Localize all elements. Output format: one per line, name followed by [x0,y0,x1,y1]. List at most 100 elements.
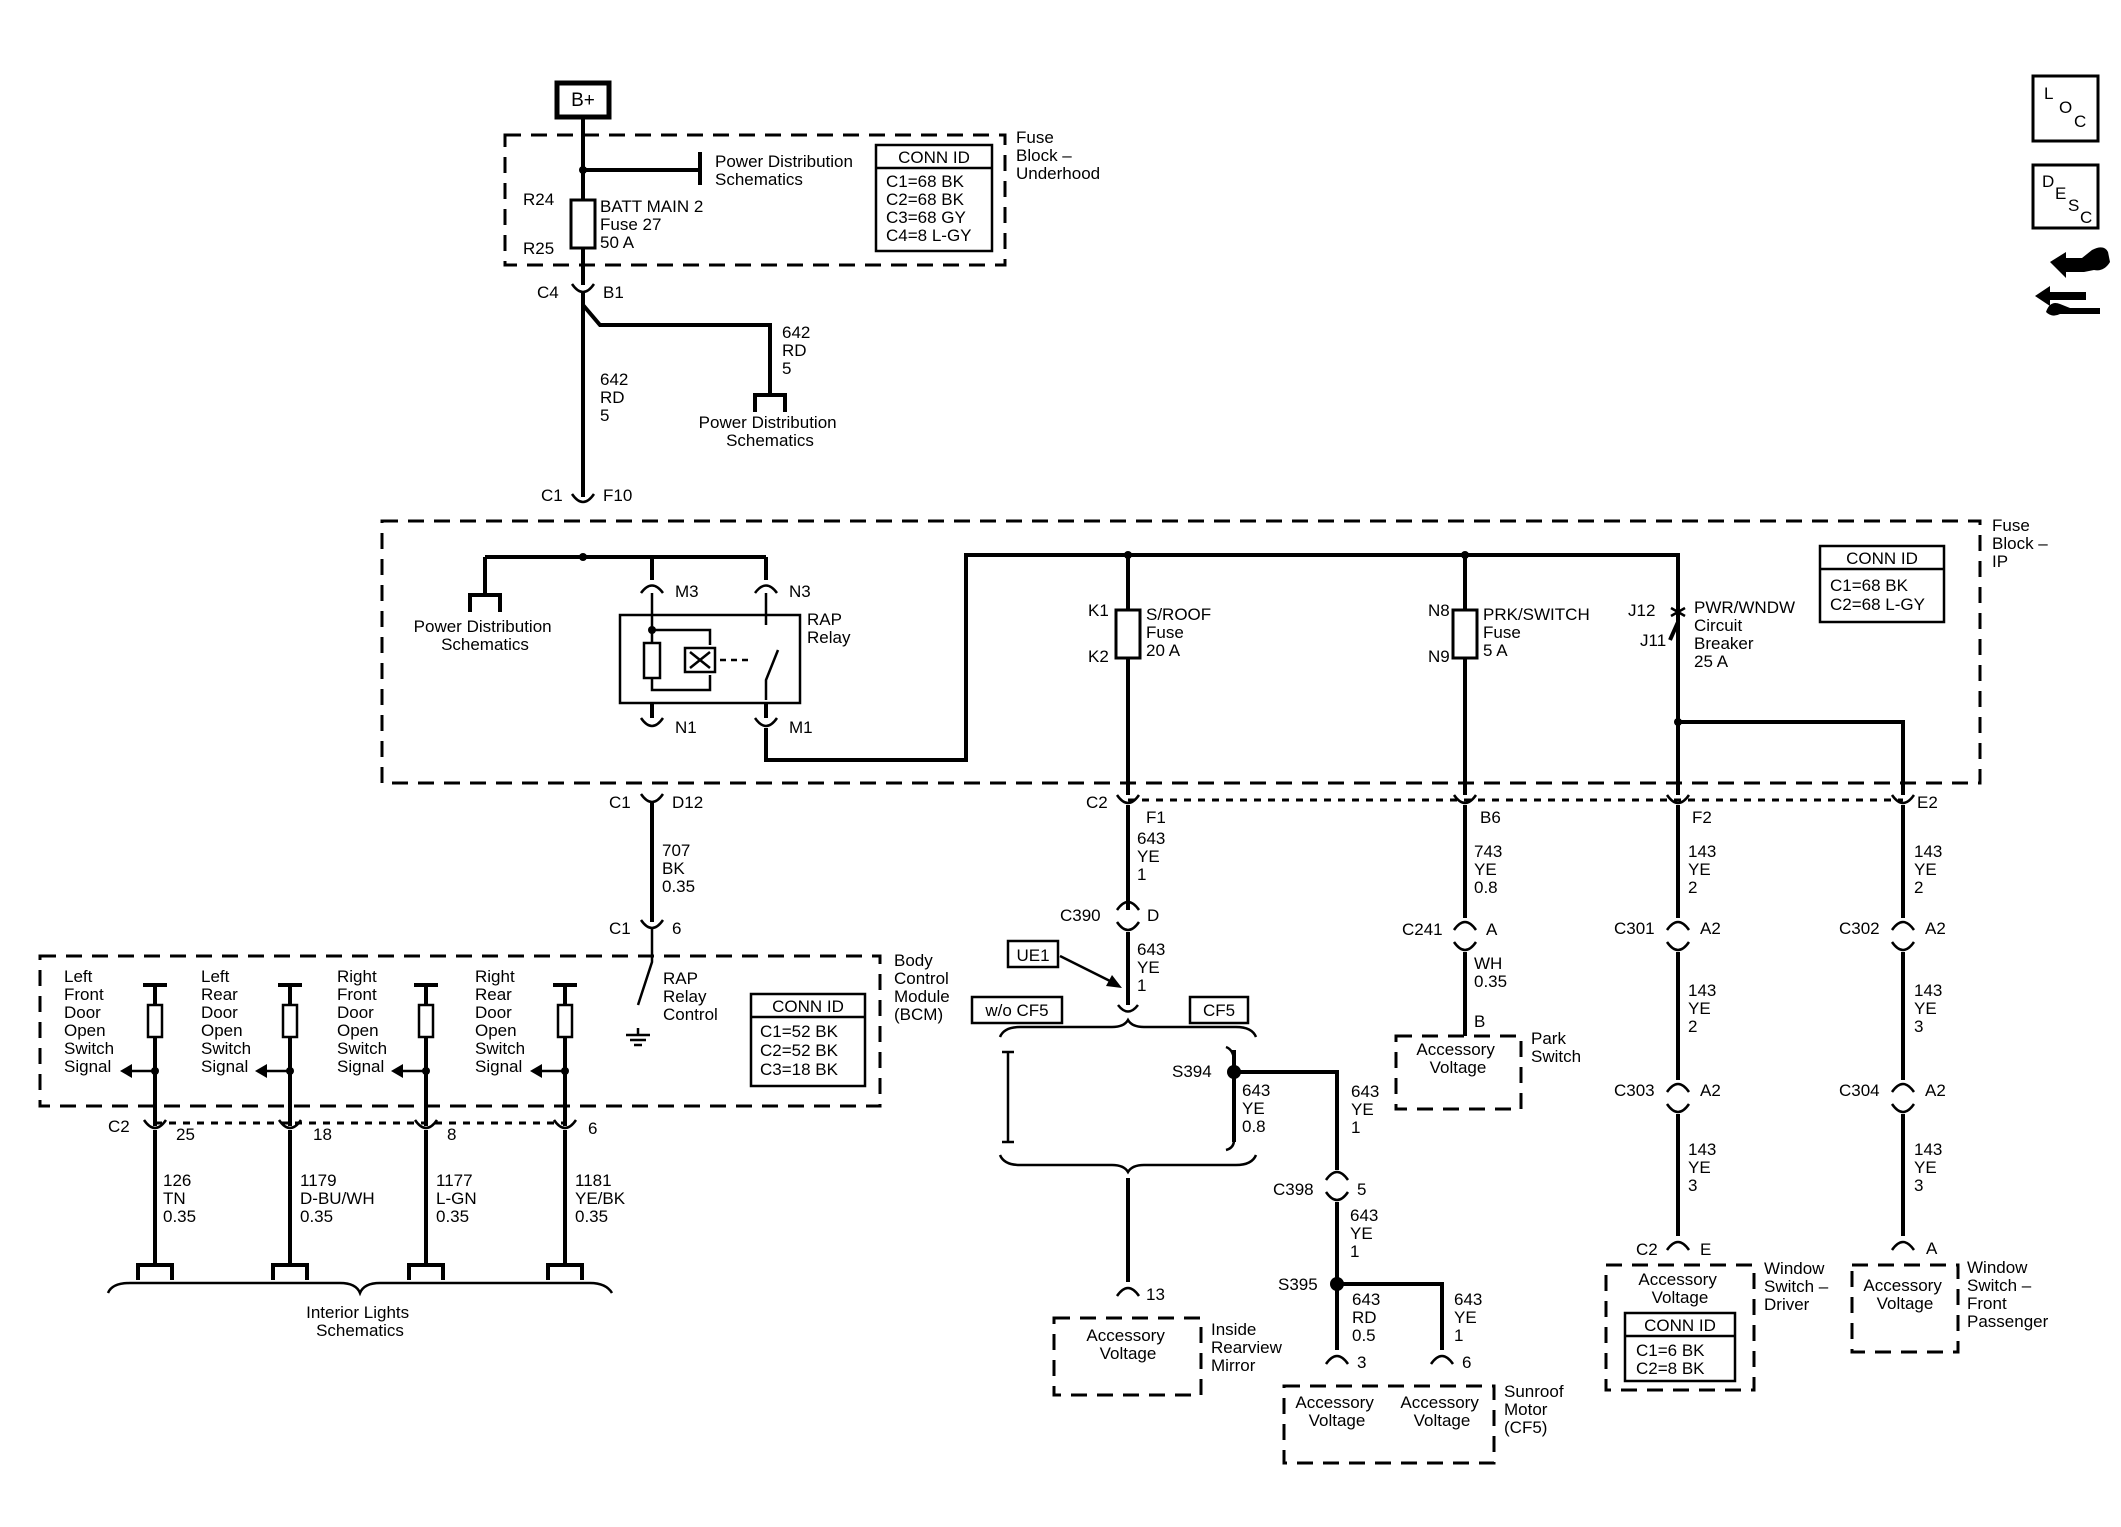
relay-pin-m3: M3 [675,582,699,601]
power-distribution-ref-2: Power Distribution Schematics [699,413,842,450]
c303-pin: A2 [1700,1081,1721,1100]
motor-pin-3: 3 [1357,1353,1366,1372]
driver-wire-2-label: 143 YE 2 [1688,981,1721,1036]
svg-text:BATT MAIN 2 Fuse 27: BATT MAIN 2 Fuse 27 50 A [600,197,708,252]
svg-text:Left Front Door: Left Front Door Open Switch Signal [64,967,119,1076]
option-cf5: CF5 [1188,995,1250,1025]
bcm-input-right-front: Right Front Door Open Switch Signal [337,967,438,1126]
svg-text:O: O [2059,98,2072,117]
c398-label: C398 [1273,1180,1314,1199]
s394-label: S394 [1172,1062,1212,1081]
svg-text:C1=68 BK C2=68 BK: C1=68 BK C2=68 BK C3=68 GY C4=8 L-GY [886,172,972,245]
svg-text:C1=52 BK C2=52 BK: C1=52 BK C2=52 BK C3=18 BK [760,1022,843,1079]
feed-wire-label: 642 RD 5 [600,370,633,425]
bcm-outline [38,954,882,1108]
svg-text:PWR/WNDW Circuit B: PWR/WNDW Circuit Breaker 25 A [1694,598,1800,671]
conn-f10-label: F10 [603,486,632,505]
svg-text:PRK/SWITCH Fuse 5: PRK/SWITCH Fuse 5 A [1483,605,1594,660]
svg-text:Park Switch: Park Switch [1531,1029,1581,1066]
c304-pin: A2 [1925,1081,1946,1100]
svg-text:Accessory Voltage: Accessory Voltage [1400,1393,1483,1430]
c303-label: C303 [1614,1081,1655,1100]
window-switch-driver: Accessory Voltage CONN ID C1=6 BK C2=8 B… [1604,1259,1833,1392]
svg-text:L: L [2044,84,2053,103]
sunroof-wire-3-label: 643 YE 0.8 [1242,1081,1275,1136]
svg-text:Window Switch – Dr: Window Switch – Driver [1764,1259,1833,1314]
bcm-title: Body Control Module (BCM) [894,951,955,1024]
pwr-wndw-breaker: J12 J11 PWR/WNDW Circuit Breaker 25 A [1628,555,1800,795]
svg-text:Right Rear Door: Right Rear Door Open Switch Signal [475,967,530,1076]
svg-text:Window Switch – Fr: Window Switch – Front Passenger [1967,1258,2049,1331]
svg-text:E: E [2055,184,2066,203]
fuse-block-underhood-outline [503,133,1007,267]
battery-terminal: B+ [554,80,612,120]
ue1-callout: UE1 [1006,939,1122,988]
svg-text:Accessory Voltage: Accessory Voltage [1638,1270,1721,1307]
conn-b1-label: B1 [603,283,624,302]
rap-relay-label: RAP Relay [807,610,851,647]
pass-wire-3-label: 143 YE 3 [1914,1140,1947,1195]
svg-text:S/ROOF Fuse 20 A: S/ROOF Fuse 20 A [1146,605,1216,660]
driver-c2-pin: E [1700,1240,1711,1259]
interior-lights-ref: Interior Lights Schematics [306,1303,414,1340]
bcm-c2-pin-18: 18 [313,1125,332,1144]
svg-text:K2: K2 [1088,647,1109,666]
battery-label: B+ [571,90,595,111]
svg-text:Left Rear Door: Left Rear Door Open Switch Signal [201,967,256,1076]
c2-pin-e2: E2 [1917,793,1938,812]
svg-text:CONN ID: CONN ID [898,148,970,167]
pass-pin-a: A [1926,1239,1938,1258]
bcm-input-right-rear: Right Rear Door Open Switch Signal [475,967,577,1126]
svg-text:Sunroof Motor (CF5: Sunroof Motor (CF5) [1504,1382,1568,1437]
relay-feed-d12: D12 [672,793,703,812]
park-wire-1-label: 743 YE 0.8 [1474,842,1507,897]
c301-pin: A2 [1700,919,1721,938]
svg-text:C: C [2074,112,2086,131]
svg-text:CF5: CF5 [1203,1001,1235,1020]
driver-conn-id-header: CONN ID [1644,1316,1716,1335]
desc-icon[interactable]: D E S C [2031,163,2100,230]
loc-icon[interactable]: L O C [2031,74,2100,143]
batt-main-fuse: R24 R25 BATT MAIN 2 Fuse 27 50 A [523,190,708,258]
c2-pin-f1: F1 [1146,808,1166,827]
svg-text:Accessory Voltage: Accessory Voltage [1863,1276,1946,1313]
svg-text:UE1: UE1 [1016,946,1049,965]
power-distribution-ref-3: Power Distribution Schematics [414,617,557,654]
svg-text:CONN ID: CONN ID [772,997,844,1016]
c390-pin: D [1147,906,1159,925]
sunroof-wire-1-label: 643 YE 1 [1137,829,1170,884]
c2-pin-b6: B6 [1480,808,1501,827]
svg-text:N8: N8 [1428,601,1450,620]
pass-wire-2-label: 143 YE 3 [1914,981,1947,1036]
conn-id-ip: CONN ID C1=68 BK C2=68 L-GY [1818,544,1946,624]
sunroof-motor: Accessory Voltage Accessory Voltage Sunr… [1282,1382,1568,1465]
bcm-input-left-front: Left Front Door Open Switch Signal [64,967,167,1126]
sunroof-wire-5-label: 643 YE 1 [1350,1206,1383,1261]
pass-wire-1-label: 143 YE 2 [1914,842,1947,897]
conn-c4-label: C4 [537,283,559,302]
c398-pin: 5 [1357,1180,1366,1199]
rap-relay: RAP Relay [618,593,851,705]
relay-pin-n1: N1 [675,718,697,737]
navigation-arrows-icon[interactable] [2035,247,2110,316]
svg-text:C1=68 BK C2=68 L-GY: C1=68 BK C2=68 L-GY [1830,576,1925,614]
mirror-pin: 13 [1146,1285,1165,1304]
relay-pin-m1: M1 [789,718,813,737]
sunroof-wire-4-label: 643 YE 1 [1351,1082,1384,1137]
svg-text:Accessory Voltage: Accessory Voltage [1416,1040,1499,1077]
park-pin-b: B [1474,1012,1485,1031]
svg-text:N9: N9 [1428,647,1450,666]
svg-text:R24: R24 [523,190,554,209]
relay-pin-n3: N3 [789,582,811,601]
c301-label: C301 [1614,919,1655,938]
svg-text:w/o CF5: w/o CF5 [984,1001,1048,1020]
driver-wire-3-label: 143 YE 3 [1688,1140,1721,1195]
c2-pin-f2: F2 [1692,808,1712,827]
rap-relay-control-label: RAP Relay Control [663,969,718,1024]
c302-pin: A2 [1925,919,1946,938]
bcm-c1-pin: 6 [672,919,681,938]
conn-c1-label: C1 [541,486,563,505]
svg-text:J12: J12 [1628,601,1655,620]
c241-pin: A [1486,920,1498,939]
svg-text:R25: R25 [523,239,554,258]
